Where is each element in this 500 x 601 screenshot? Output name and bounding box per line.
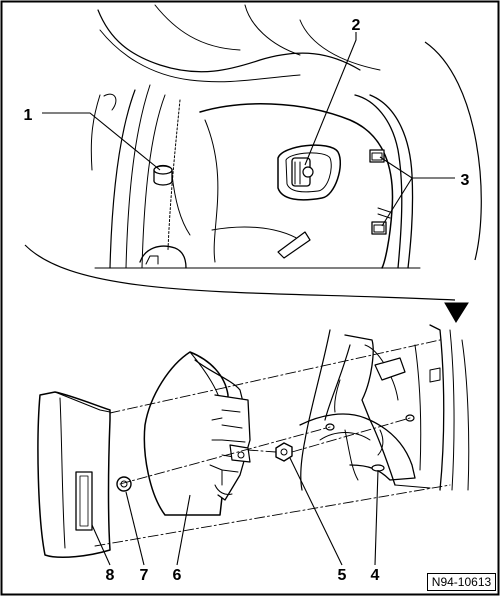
callout-3: 3 xyxy=(461,172,470,189)
callout-7: 7 xyxy=(140,567,149,584)
spreader-clip-part xyxy=(153,164,173,186)
leader-lines xyxy=(42,32,455,566)
callout-8: 8 xyxy=(106,567,115,584)
side-trim-part xyxy=(37,391,111,559)
top-panel xyxy=(90,4,421,269)
callout-6: 6 xyxy=(173,567,182,584)
figure-reference-label: N94-10613 xyxy=(427,573,496,591)
callout-4: 4 xyxy=(371,567,380,584)
callout-2: 2 xyxy=(352,17,361,34)
callout-5: 5 xyxy=(338,567,347,584)
lamp-socket-part xyxy=(277,144,342,201)
transition-arrow xyxy=(24,41,482,323)
callout-1: 1 xyxy=(24,107,33,124)
bottom-panel xyxy=(37,324,470,559)
retaining-clips-part xyxy=(369,149,391,235)
nut-part xyxy=(275,442,293,462)
washer-nut-part xyxy=(116,476,132,492)
alignment-lines xyxy=(94,339,451,547)
tail-lamp-part xyxy=(143,351,251,516)
